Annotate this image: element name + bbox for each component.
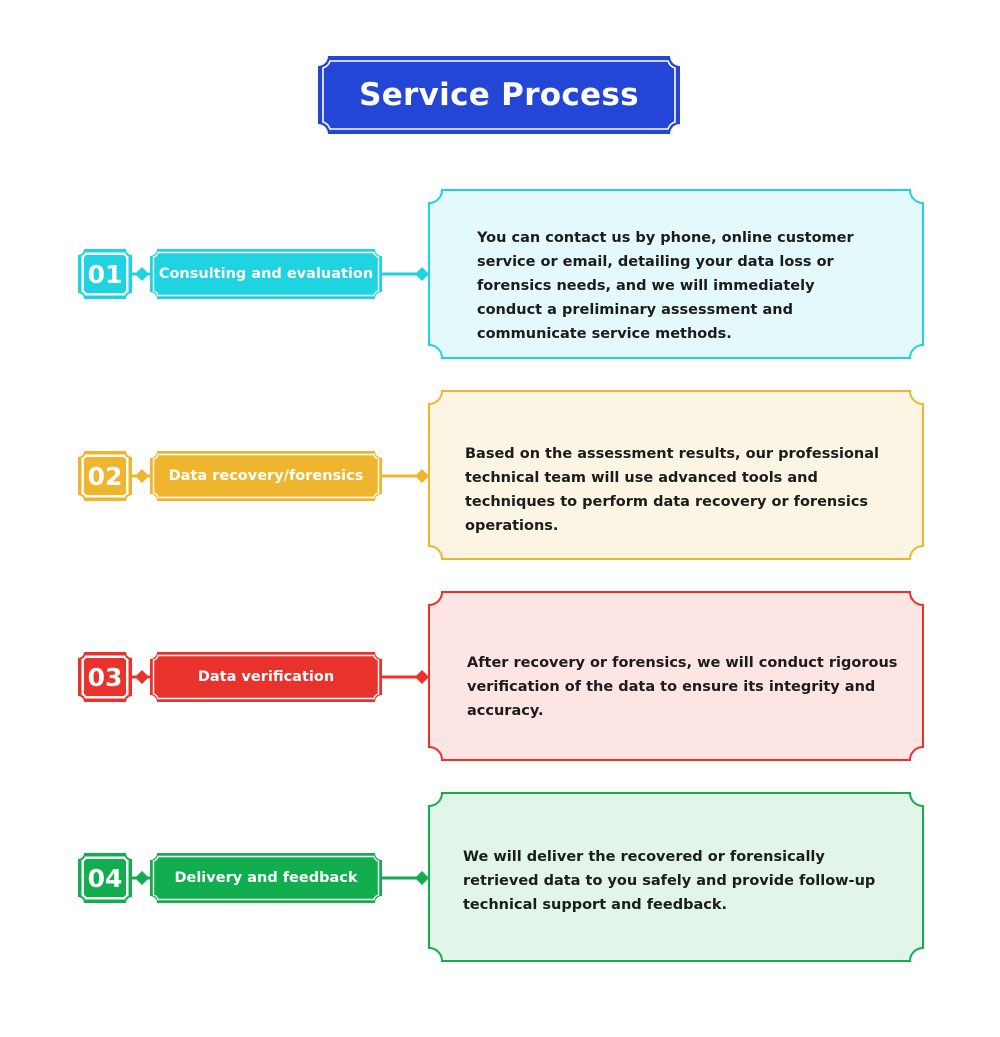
step-label-badge: Consulting and evaluation (150, 249, 382, 299)
step-number-frame (78, 652, 132, 702)
step-number: 04 (87, 863, 123, 893)
description-card-frame (428, 591, 924, 761)
step-label-badge: Data verification (150, 652, 382, 702)
step-label-frame (150, 249, 382, 299)
step-label-badge: Delivery and feedback (150, 853, 382, 903)
step-number: 02 (87, 461, 123, 491)
step-number-frame (78, 853, 132, 903)
connector-line (380, 871, 429, 885)
step-number-badge: 01 (78, 249, 132, 299)
step-number: 03 (87, 662, 123, 692)
step-number-frame (78, 249, 132, 299)
step-label: Delivery and feedback (174, 870, 358, 886)
description-card-frame (428, 189, 924, 359)
connector-line (380, 267, 429, 281)
process-step-4: 04 Delivery and feedback We will deliver… (0, 792, 1000, 964)
step-label-frame (150, 451, 382, 501)
step-label-badge: Data recovery/forensics (150, 451, 382, 501)
step-label: Data verification (197, 669, 335, 685)
description-card-frame (428, 792, 924, 962)
step-number-badge: 03 (78, 652, 132, 702)
step-description: Based on the assessment results, our pro… (465, 446, 880, 534)
step-description: You can contact us by phone, online cust… (477, 230, 854, 342)
step-number-badge: 02 (78, 451, 132, 501)
step-number-frame (78, 451, 132, 501)
description-card-frame (428, 390, 924, 560)
step-number: 01 (87, 259, 123, 289)
process-step-1: 01 Consulting and evaluation You can con… (0, 189, 1000, 361)
process-step-3: 03 Data verification After recovery or f… (0, 591, 1000, 763)
step-label-frame (150, 853, 382, 903)
step-label: Consulting and evaluation (158, 266, 374, 282)
process-step-2: 02 Data recovery/forensics Based on the … (0, 390, 1000, 562)
page-title: Service Process (359, 77, 639, 113)
connector-line (380, 469, 429, 483)
step-label-frame (150, 652, 382, 702)
connector-line (380, 670, 429, 684)
step-description-card: After recovery or forensics, we will con… (428, 591, 924, 761)
title-banner-frame (318, 56, 680, 134)
step-label: Data recovery/forensics (168, 468, 364, 484)
step-description: We will deliver the recovered or forensi… (463, 849, 876, 913)
step-description-card: We will deliver the recovered or forensi… (428, 792, 924, 962)
title-banner: Service Process (318, 56, 680, 134)
step-description-card: Based on the assessment results, our pro… (428, 390, 924, 560)
step-description-card: You can contact us by phone, online cust… (428, 189, 924, 359)
step-number-badge: 04 (78, 853, 132, 903)
step-description: After recovery or forensics, we will con… (467, 655, 898, 719)
